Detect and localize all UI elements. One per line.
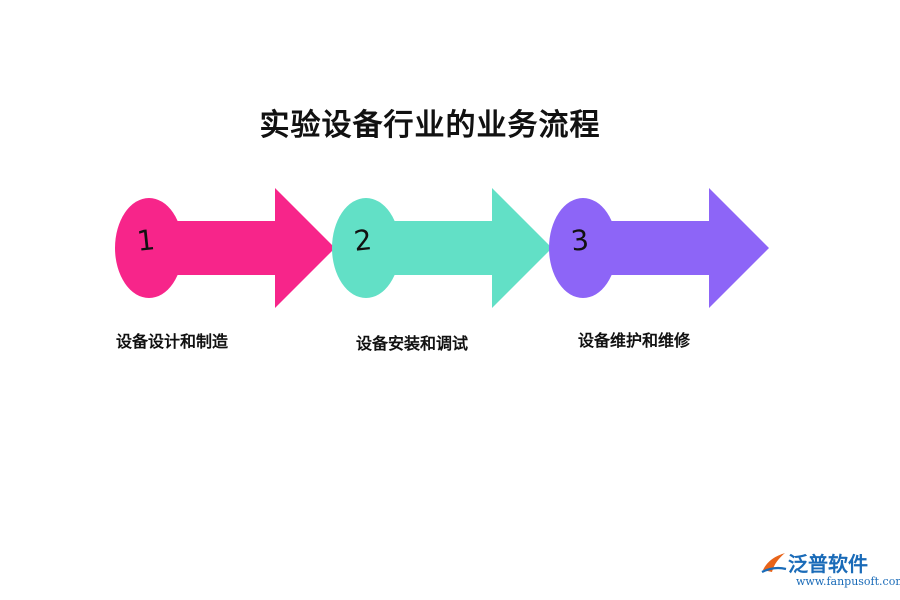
step-1-arrow-shape bbox=[115, 188, 335, 308]
process-step-3: 3 bbox=[549, 188, 769, 308]
brand-logo-icon bbox=[761, 553, 787, 573]
step-1-number: 1 bbox=[135, 223, 157, 258]
step-2-number: 2 bbox=[352, 223, 374, 258]
step-3-arrow-shape bbox=[549, 188, 769, 308]
diagram-title: 实验设备行业的业务流程 bbox=[259, 108, 601, 143]
step-1-label: 设备设计和制造 bbox=[116, 332, 229, 351]
process-step-1: 1 bbox=[115, 188, 335, 308]
brand-logo: 泛普软件 www.fanpusoft.com bbox=[760, 548, 900, 592]
brand-logo-url: www.fanpusoft.com bbox=[796, 575, 900, 588]
brand-logo-name: 泛普软件 bbox=[788, 552, 868, 576]
step-2-label: 设备安装和调试 bbox=[356, 334, 469, 353]
process-step-2: 2 bbox=[332, 188, 552, 308]
step-2-arrow-shape bbox=[332, 188, 552, 308]
step-3-number: 3 bbox=[569, 223, 591, 258]
step-3-label: 设备维护和维修 bbox=[578, 331, 691, 350]
